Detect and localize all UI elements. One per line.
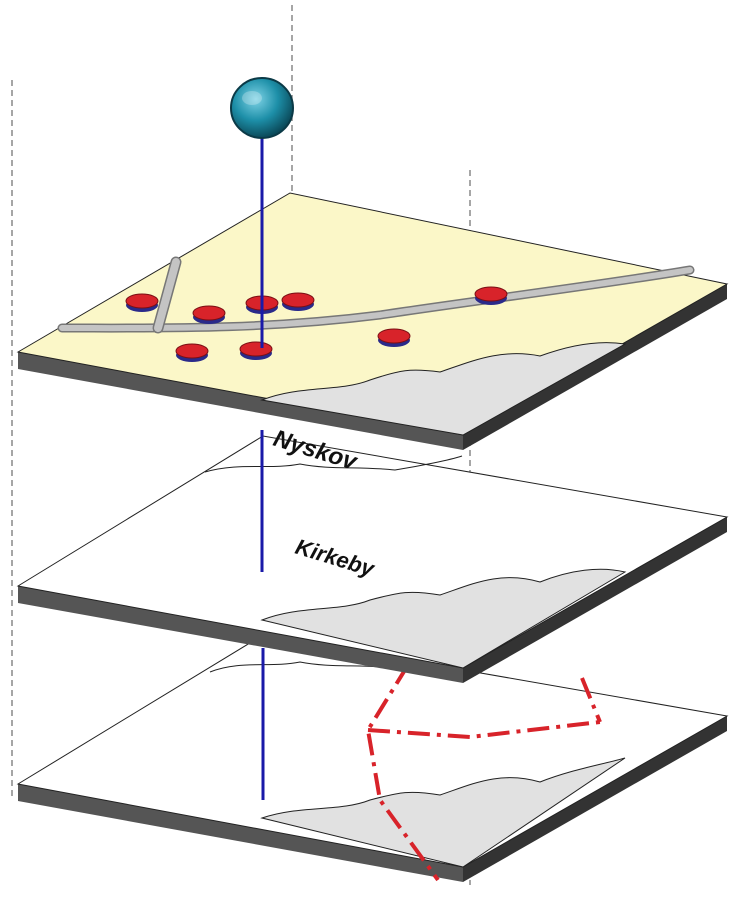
globe-pin-icon [230,77,294,139]
boundary-west [365,663,440,882]
building-markers [125,286,508,362]
layer-place-names: Nyskov Kirkeby [16,425,729,683]
building-marker-icon [192,305,226,324]
layer-buildings-roads [16,192,729,450]
land-area [260,568,627,669]
building-marker-icon [281,292,315,311]
layer-slab-side [463,284,727,450]
building-marker-icon [239,341,273,360]
building-marker-icon [377,328,411,347]
coast-line-back [204,455,463,473]
layer-slab-side [463,716,727,882]
layer-slab-side [463,517,727,683]
layer-slab-edge [18,784,463,882]
land-area [260,757,626,868]
building-marker-icon [175,343,209,362]
building-marker-icon [474,286,508,305]
layer-slab-edge [18,352,463,450]
road-branch-fill [154,258,180,332]
boundary-east [580,677,602,723]
parish-boundary-lines [365,663,602,882]
query-axis [260,135,265,800]
building-marker-icon [125,293,159,312]
layer-parish-boundaries [16,634,729,882]
boundary-middle [367,720,601,740]
land-area [260,342,627,436]
layer-slab-edge [18,586,463,683]
